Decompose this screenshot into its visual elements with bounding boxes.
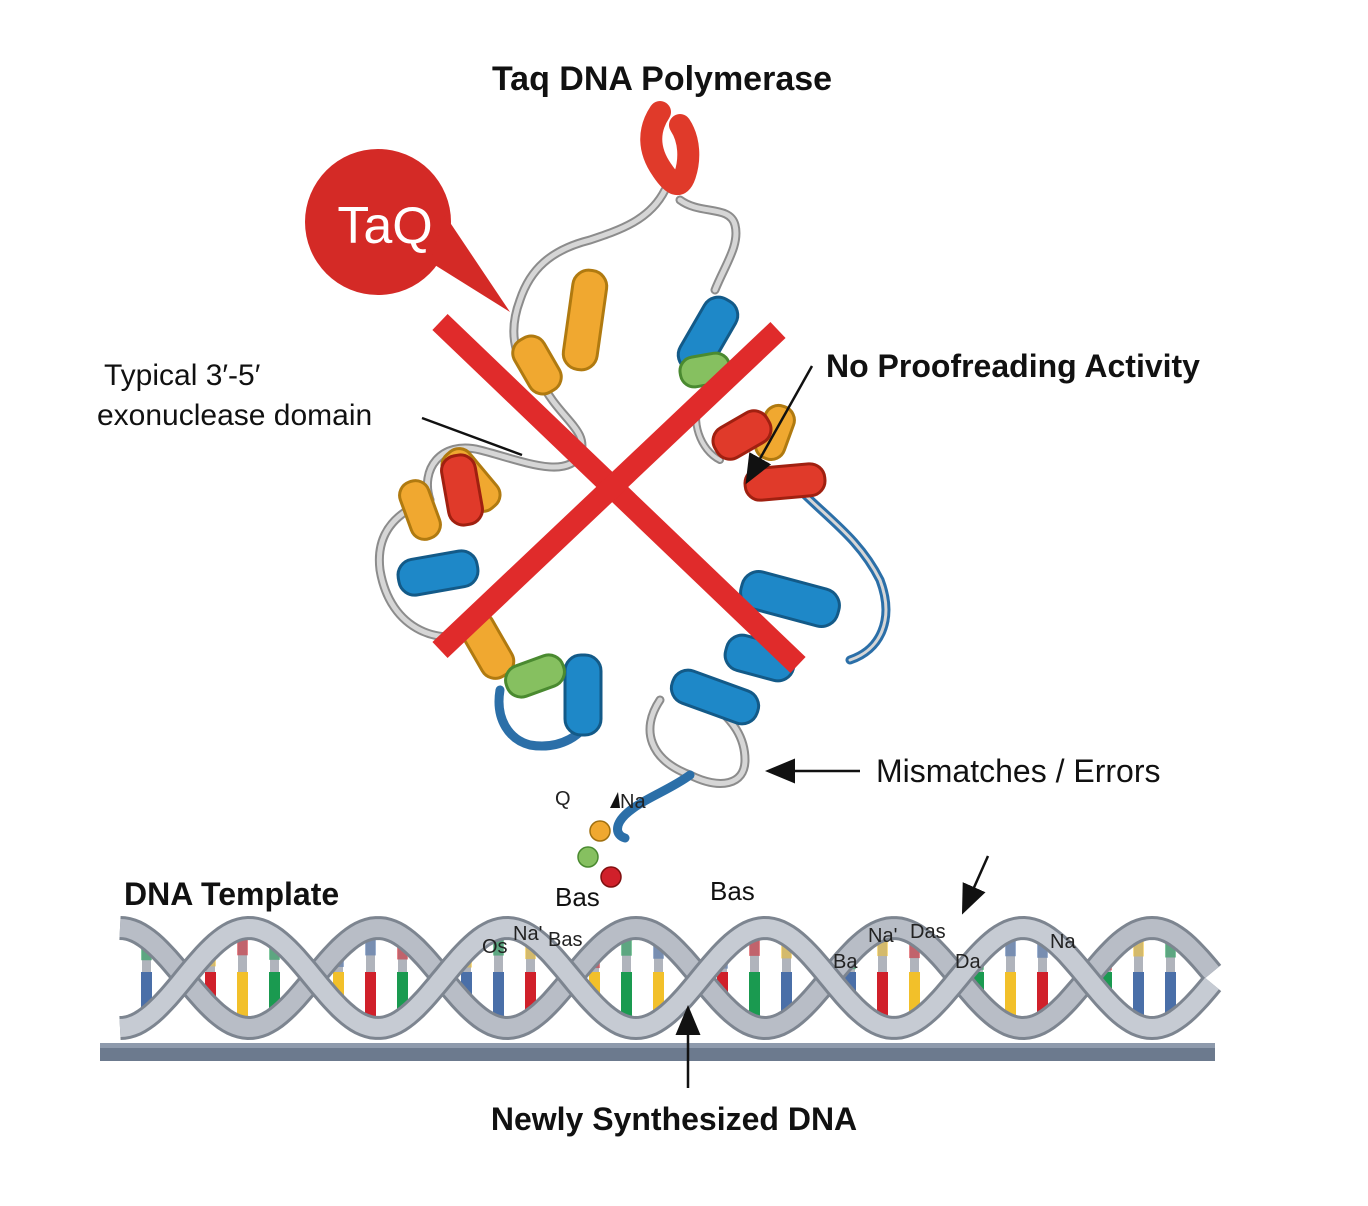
base-pair-base	[525, 972, 536, 1013]
dna-label-na-1: Na'	[513, 923, 542, 945]
base-pair-stem	[1006, 938, 1015, 978]
base-pair-stem	[526, 943, 535, 978]
base-label-bas-1: Bas	[555, 882, 600, 912]
base-pair-base	[397, 944, 408, 960]
base-pair-base	[621, 937, 632, 956]
base-pair-stem	[910, 941, 919, 978]
base-pair-base	[749, 972, 760, 1019]
base-pair-base	[237, 936, 248, 956]
base-pair-base	[877, 938, 888, 957]
speech-bubble-icon	[305, 149, 510, 312]
dna-template-label: DNA Template	[124, 876, 339, 912]
base-pair-base	[973, 972, 984, 993]
protein-ribbon	[374, 101, 891, 843]
base-pair-stem	[1166, 940, 1175, 978]
base-pair-base	[1165, 940, 1176, 958]
base-pair-base	[909, 941, 920, 959]
base-pair-base	[653, 943, 664, 959]
base-pair-stem	[878, 938, 887, 978]
base-label-bas-2: Bas	[710, 876, 755, 906]
exo-label-line1: Typical 3′-5′	[104, 359, 261, 392]
base-pair-base	[493, 972, 504, 1019]
base-pair-base	[1133, 938, 1144, 957]
red-x-icon	[432, 314, 806, 673]
mismatches-label: Mismatches / Errors	[876, 753, 1160, 789]
dna-label-da: Da	[955, 951, 981, 973]
base-pair-base	[749, 937, 760, 956]
base-pair-base	[365, 972, 376, 1020]
base-pair-stem	[398, 944, 407, 978]
base-pair-base	[589, 972, 600, 997]
exo-pointer-line	[421, 416, 523, 457]
base-label-q: Q	[555, 788, 571, 810]
diagram-title: Taq DNA Polymerase	[492, 60, 832, 98]
badge-text: TaQ	[337, 197, 432, 255]
dna-label-ba: Ba	[833, 951, 858, 973]
base-pair-base	[525, 943, 536, 960]
base-pair-base	[845, 972, 856, 994]
base-pair-base	[1165, 972, 1176, 1016]
base-pair-base	[333, 972, 344, 999]
base-pair-stem	[142, 945, 151, 978]
base-pair-stem	[206, 956, 215, 978]
base-pair-base	[141, 972, 152, 1011]
base-pair-stem	[622, 937, 631, 978]
base-pair-stem	[238, 936, 247, 978]
base-pair-base	[1005, 938, 1016, 957]
dna-label-na-3: Na	[1050, 931, 1076, 953]
base-pair-stem	[654, 943, 663, 978]
dna-helix	[119, 915, 1222, 1041]
released-nucleotides	[577, 792, 622, 888]
base-pair-stem	[494, 937, 503, 978]
newly-synthesized-label: Newly Synthesized DNA	[491, 1101, 857, 1137]
base-pair-stem	[270, 944, 279, 978]
base-pair-stem	[334, 957, 343, 978]
base-pair-base	[237, 972, 248, 1020]
base-pair-base	[1005, 972, 1016, 1018]
dna-label-os: Os	[482, 936, 508, 958]
base-pair-base	[1037, 941, 1048, 958]
base-pair-base	[461, 972, 472, 998]
base-pair-base	[781, 942, 792, 959]
base-pair-base	[1101, 972, 1112, 992]
base-pair-base	[1133, 972, 1144, 1018]
base-pair-base	[365, 936, 376, 956]
base-pair-base	[205, 972, 216, 1000]
base-pair-base	[621, 972, 632, 1019]
base-pair-stem	[1134, 938, 1143, 978]
base-pair-base	[493, 937, 504, 956]
dna-label-das: Das	[910, 921, 946, 943]
exo-label-line2: exonuclease domain	[97, 399, 372, 432]
dna-label-bas-3: Bas	[548, 929, 582, 951]
base-pair-stem	[1038, 941, 1047, 978]
base-pair-base	[1037, 972, 1048, 1015]
base-pair-base	[269, 972, 280, 1012]
base-pair-base	[397, 972, 408, 1012]
base-pair-base	[653, 972, 664, 1013]
no-proofreading-arrow	[745, 365, 814, 485]
dna-mismatch-arrow	[961, 855, 990, 915]
base-pair-base	[781, 972, 792, 1014]
dna-template-rail-highlight	[100, 1043, 1215, 1048]
base-pair-stem	[782, 942, 791, 978]
base-pair-stem	[750, 937, 759, 978]
base-pair-stem	[462, 958, 471, 978]
base-pair-base	[909, 972, 920, 1015]
dna-label-na-2: Na'	[868, 925, 897, 947]
base-pair-stem	[366, 936, 375, 978]
no-proofreading-label: No Proofreading Activity	[826, 348, 1200, 384]
base-pair-base	[877, 972, 888, 1018]
base-pair-base	[717, 972, 728, 995]
base-label-na: Na	[620, 791, 646, 813]
